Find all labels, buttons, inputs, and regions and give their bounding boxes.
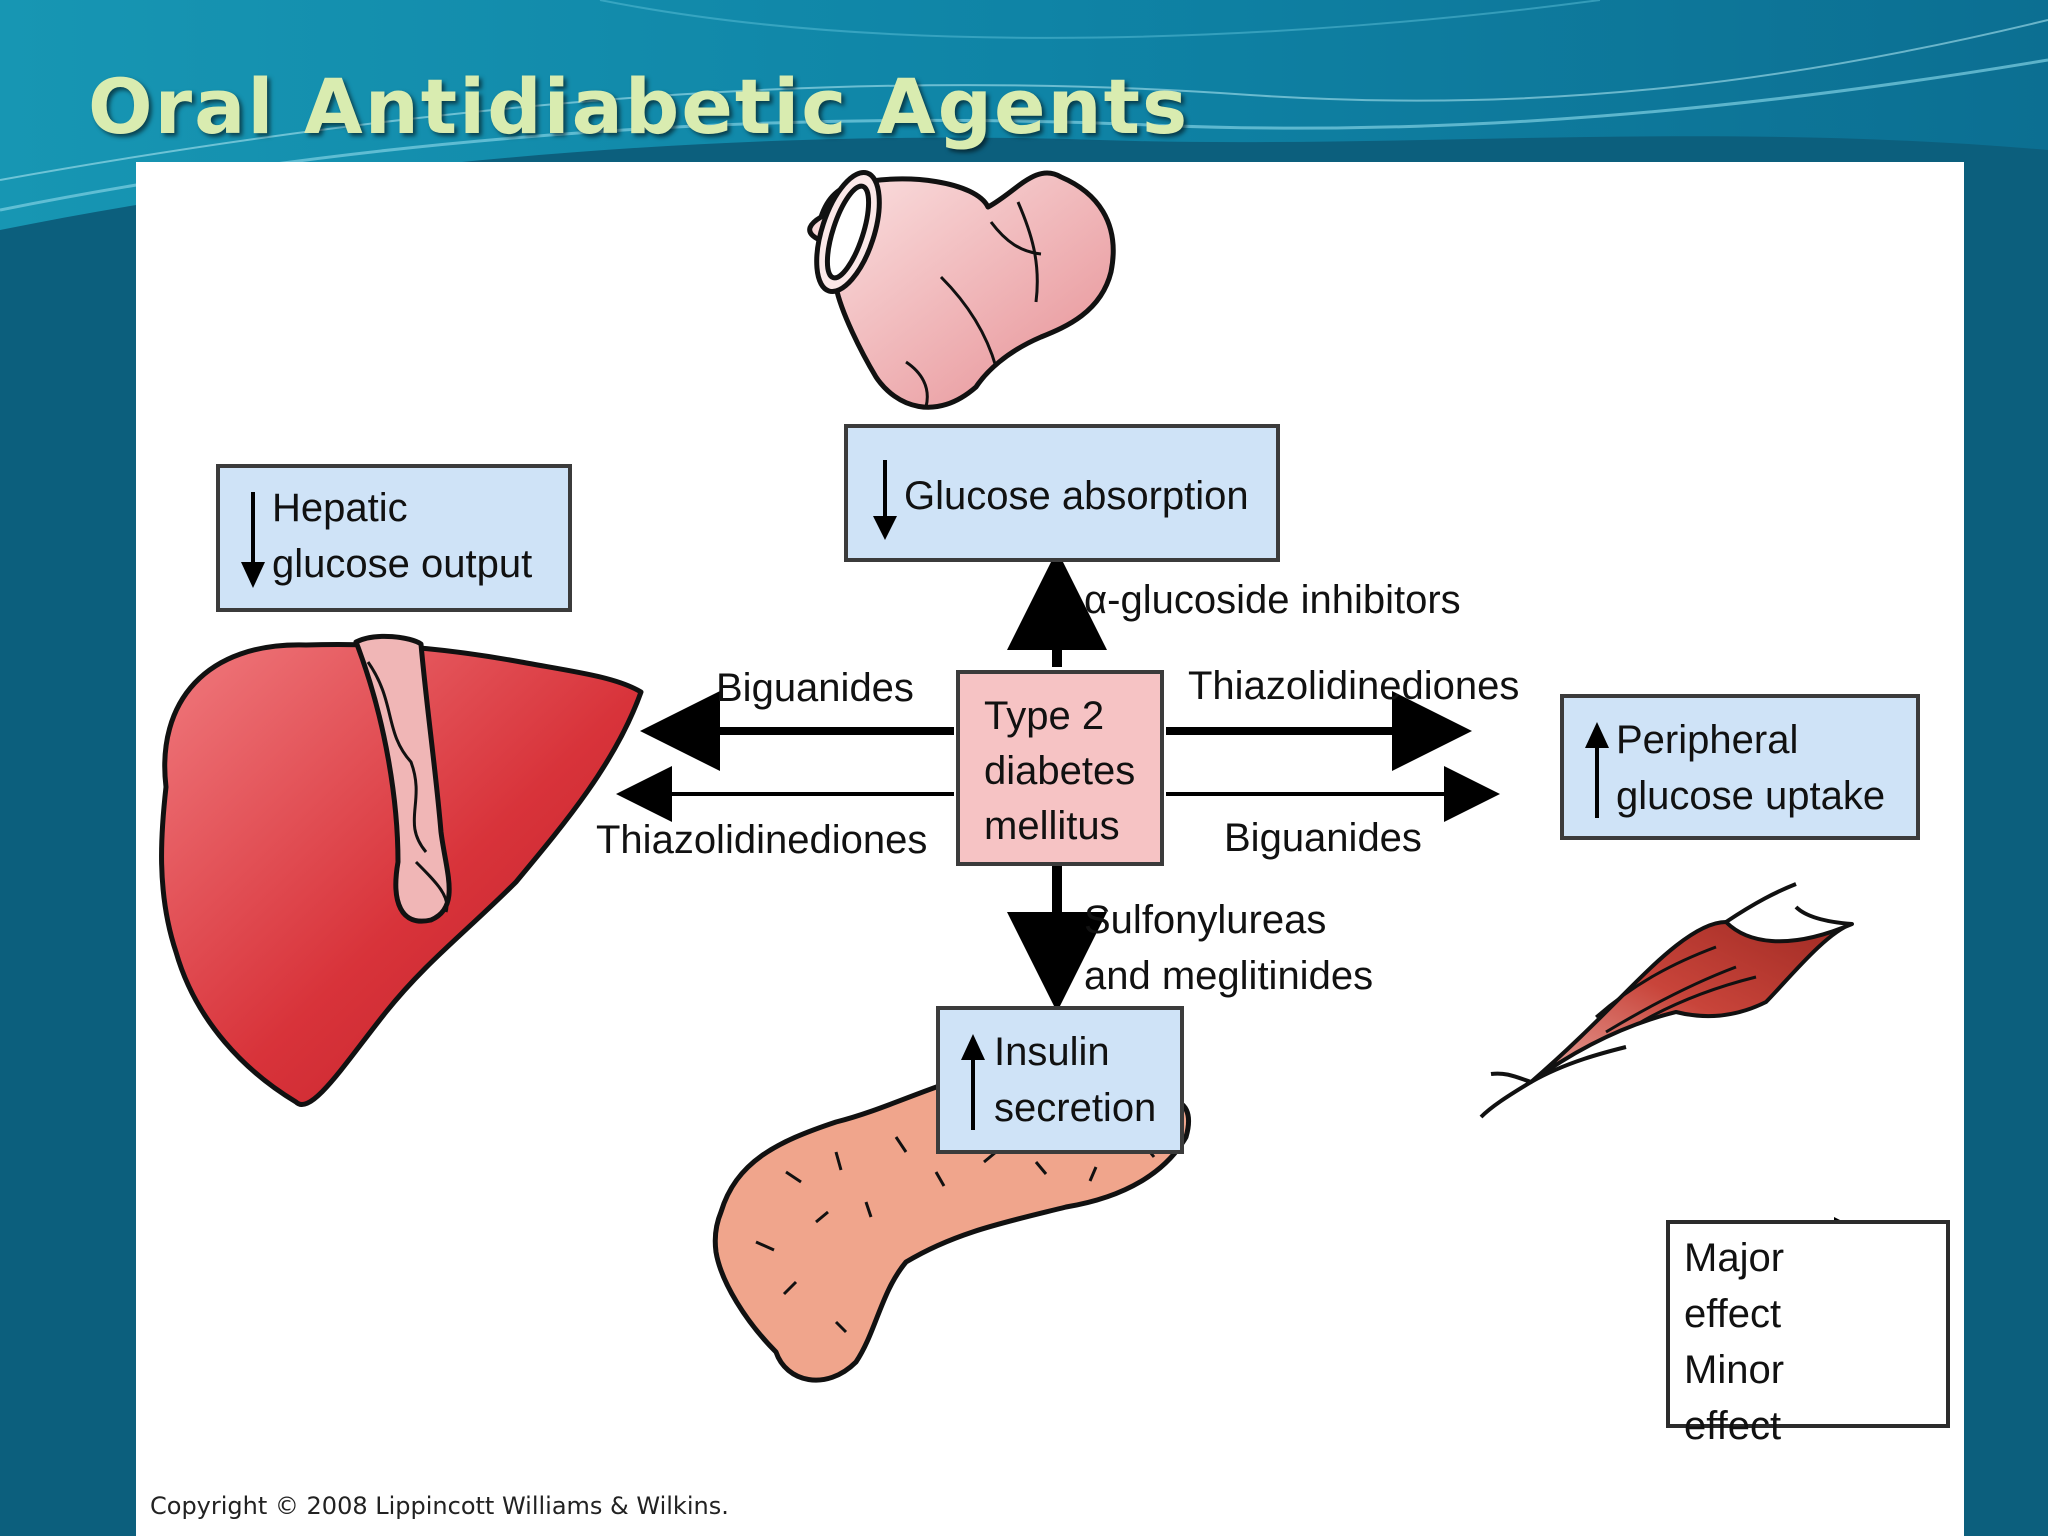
muscle-icon bbox=[1479, 882, 1854, 1119]
box-peripheral-line2: glucose uptake bbox=[1616, 774, 1886, 818]
box-type2-diabetes: Type 2 diabetes mellitus bbox=[956, 670, 1164, 866]
box-insulin-secretion: Insulin secretion bbox=[936, 1006, 1184, 1154]
box-glucose-absorption: Glucose absorption bbox=[844, 424, 1280, 562]
legend-major-line2: effect bbox=[1684, 1292, 1782, 1336]
liver-icon bbox=[159, 633, 644, 1107]
center-line1: Type 2 bbox=[984, 694, 1105, 738]
label-alpha-glucoside-inhibitors: α-glucoside inhibitors bbox=[1084, 578, 1461, 622]
box-hepatic-glucose-output: Hepatic glucose output bbox=[216, 464, 572, 612]
up-arrow-icon bbox=[1585, 722, 1609, 818]
down-arrow-icon bbox=[241, 492, 265, 588]
up-arrow-icon bbox=[961, 1034, 985, 1130]
legend-box: Major effect Minor effect bbox=[1666, 1220, 1950, 1446]
copyright-notice: Copyright © 2008 Lippincott Williams & W… bbox=[150, 1492, 729, 1520]
label-sulfonylureas-line2: and meglitinides bbox=[1084, 954, 1374, 998]
box-peripheral-line1: Peripheral bbox=[1616, 718, 1799, 762]
legend-minor-line1: Minor bbox=[1684, 1348, 1785, 1392]
label-biguanides-right: Biguanides bbox=[1224, 816, 1422, 860]
box-peripheral-glucose-uptake: Peripheral glucose uptake bbox=[1560, 694, 1920, 840]
center-line3: mellitus bbox=[984, 804, 1120, 848]
legend-minor-line2: effect bbox=[1684, 1404, 1782, 1448]
box-insulin-line1: Insulin bbox=[994, 1030, 1110, 1074]
box-insulin-line2: secretion bbox=[994, 1086, 1157, 1130]
center-line2: diabetes bbox=[984, 749, 1136, 793]
box-hepatic-line1: Hepatic bbox=[272, 486, 408, 530]
diagram-figure: Glucose absorption Hepatic glucose outpu… bbox=[136, 162, 1964, 1536]
intestine-icon bbox=[807, 169, 1116, 410]
label-thiazolidinediones-left: Thiazolidinediones bbox=[596, 818, 928, 862]
down-arrow-icon bbox=[873, 460, 897, 540]
slide-title: Oral Antidiabetic Agents bbox=[88, 62, 1190, 151]
legend-major-line1: Major bbox=[1684, 1236, 1785, 1280]
label-thiazolidinediones-right: Thiazolidinediones bbox=[1188, 664, 1520, 708]
label-biguanides-left: Biguanides bbox=[716, 666, 914, 710]
box-hepatic-line2: glucose output bbox=[272, 542, 533, 586]
label-sulfonylureas-line1: Sulfonylureas bbox=[1084, 898, 1327, 942]
box-glucose-absorption-label: Glucose absorption bbox=[904, 474, 1249, 518]
